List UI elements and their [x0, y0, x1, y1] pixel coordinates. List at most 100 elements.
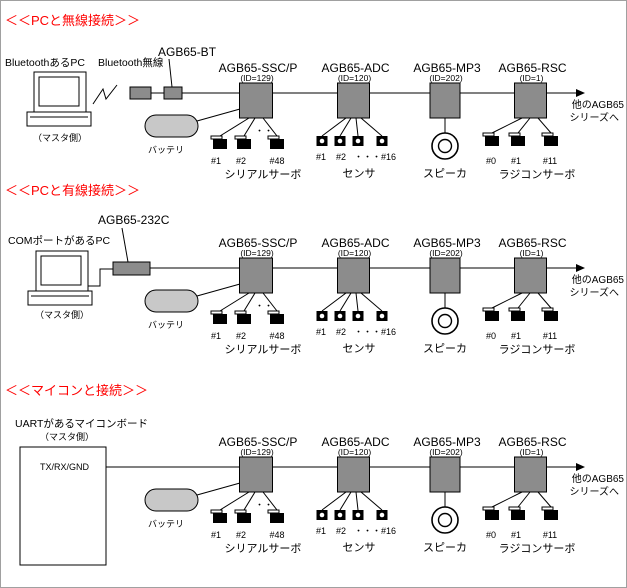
sensor-icon: [376, 311, 388, 321]
servo-horn: [234, 509, 247, 514]
module-id: (ID=202): [429, 73, 462, 83]
servo-number: #1: [211, 530, 221, 540]
servo-icon: [482, 132, 499, 146]
sensor-icon: [316, 136, 328, 146]
module-id: (ID=120): [338, 73, 371, 83]
servo-wire: [243, 491, 256, 511]
module-id: (ID=120): [338, 447, 371, 457]
speaker-center: [437, 313, 453, 329]
servo-number: #1: [511, 530, 521, 540]
module-mp3: AGB65-MP3(ID=202): [413, 435, 481, 493]
servo-body: [213, 314, 227, 324]
servo-wire: [537, 292, 552, 309]
sensor-number: #2: [336, 526, 346, 536]
servo-icon: [210, 310, 227, 324]
arrow-right-icon: [576, 463, 585, 471]
servo-wire: [491, 491, 523, 508]
adapter-label: AGB65-232C: [98, 213, 170, 227]
sensor-eye: [379, 138, 385, 144]
servo-wire: [517, 491, 531, 508]
adapter-box: [112, 261, 151, 276]
sensor-number: #1: [316, 152, 326, 162]
servo-icon: [508, 506, 525, 520]
servo-icon: [541, 132, 558, 146]
pc-icon: [27, 250, 93, 306]
module-name: AGB65-ADC: [321, 435, 389, 449]
servo-horn: [541, 506, 554, 511]
servo-wire: [262, 292, 278, 312]
servo-wire: [219, 491, 250, 511]
module-ssc-p: AGB65-SSC/P(ID=129): [219, 61, 297, 119]
speaker-center: [437, 512, 453, 528]
sensor-wire: [355, 117, 359, 137]
servo-number: #1: [511, 156, 521, 166]
servo-horn: [267, 509, 280, 514]
module-name: AGB65-RSC: [498, 236, 566, 250]
servo-wire: [491, 117, 523, 134]
servo-body: [511, 311, 525, 321]
module-mp3-box: [429, 82, 461, 119]
servo-number: #48: [269, 156, 284, 166]
module-name: AGB65-SSC/P: [219, 435, 298, 449]
servo-horn: [267, 135, 280, 140]
module-mp3: AGB65-MP3(ID=202): [413, 236, 481, 294]
master-label: UARTがあるマイコンボード: [15, 417, 148, 430]
section-microcontroller: ＜＜マイコンと接続＞＞ UARTがあるマイコンボード （マスタ側） TX/RX/…: [5, 383, 624, 566]
module-id: (ID=1): [520, 248, 544, 258]
pc-screen: [40, 255, 82, 286]
sensor-eye: [337, 313, 343, 319]
adapter-label: AGB65-BT: [158, 45, 217, 59]
servo-wire: [262, 491, 278, 511]
sensor-number: #1: [316, 327, 326, 337]
module-rsc-box: [514, 257, 547, 294]
servo-body: [237, 139, 251, 149]
sensor-wire: [355, 292, 359, 312]
sensor-wire: [321, 117, 347, 137]
servo-icon: [482, 506, 499, 520]
battery-label: バッテリ: [148, 519, 184, 529]
servo-horn: [210, 310, 223, 315]
rc-servo-caption: ラジコンサーボ: [499, 542, 576, 555]
module-id: (ID=120): [338, 248, 371, 258]
servo-number: #11: [543, 530, 557, 540]
module-ssc-p: AGB65-SSC/P(ID=129): [219, 435, 298, 493]
sensor-number: ・・・#16: [354, 526, 396, 536]
module-ssc-p-box: [239, 82, 273, 119]
module-adc-box: [337, 82, 370, 119]
module-name: AGB65-MP3: [413, 61, 481, 75]
servo-body: [511, 510, 525, 520]
module-bus: 他のAGB65シリーズへバッテリ#1#2#48・・シリアルサーボ#1#2・・・#…: [144, 236, 624, 356]
battery-icon: [144, 488, 199, 512]
servo-horn: [508, 132, 521, 137]
module-name: AGB65-ADC: [321, 236, 389, 250]
servo-wire: [243, 117, 256, 137]
section-title: ＜＜マイコンと接続＞＞: [5, 383, 148, 398]
servo-body: [544, 136, 558, 146]
sensor-number: ・・・#16: [354, 152, 396, 162]
module-adc: AGB65-ADC(ID=120): [321, 236, 390, 294]
module-id: (ID=129): [240, 73, 273, 83]
battery-label: バッテリ: [148, 145, 184, 155]
module-rsc-box: [514, 82, 547, 119]
onward-label: 他のAGB65: [572, 98, 625, 111]
servo-number: #11: [543, 331, 557, 341]
speaker-icon: [431, 506, 459, 534]
sensor-wire: [360, 117, 383, 137]
master-role: （マスタ側）: [40, 431, 94, 442]
servo-horn: [234, 135, 247, 140]
rc-servo-caption: ラジコンサーボ: [499, 343, 576, 356]
sensor-eye: [337, 138, 343, 144]
servo-icon: [541, 307, 558, 321]
servo-icon: [234, 509, 251, 523]
module-adc-box: [337, 456, 370, 493]
servo-number: #48: [269, 530, 284, 540]
sensor-wire: [339, 292, 352, 312]
servo-body: [485, 136, 499, 146]
battery-wire: [196, 283, 241, 297]
sensor-caption: センサ: [343, 342, 376, 355]
servo-ellipsis: ・・: [255, 126, 273, 136]
servo-body: [237, 314, 251, 324]
sensor-caption: センサ: [343, 541, 376, 554]
sensor-eye: [337, 512, 343, 518]
sensor-wire: [321, 491, 347, 511]
